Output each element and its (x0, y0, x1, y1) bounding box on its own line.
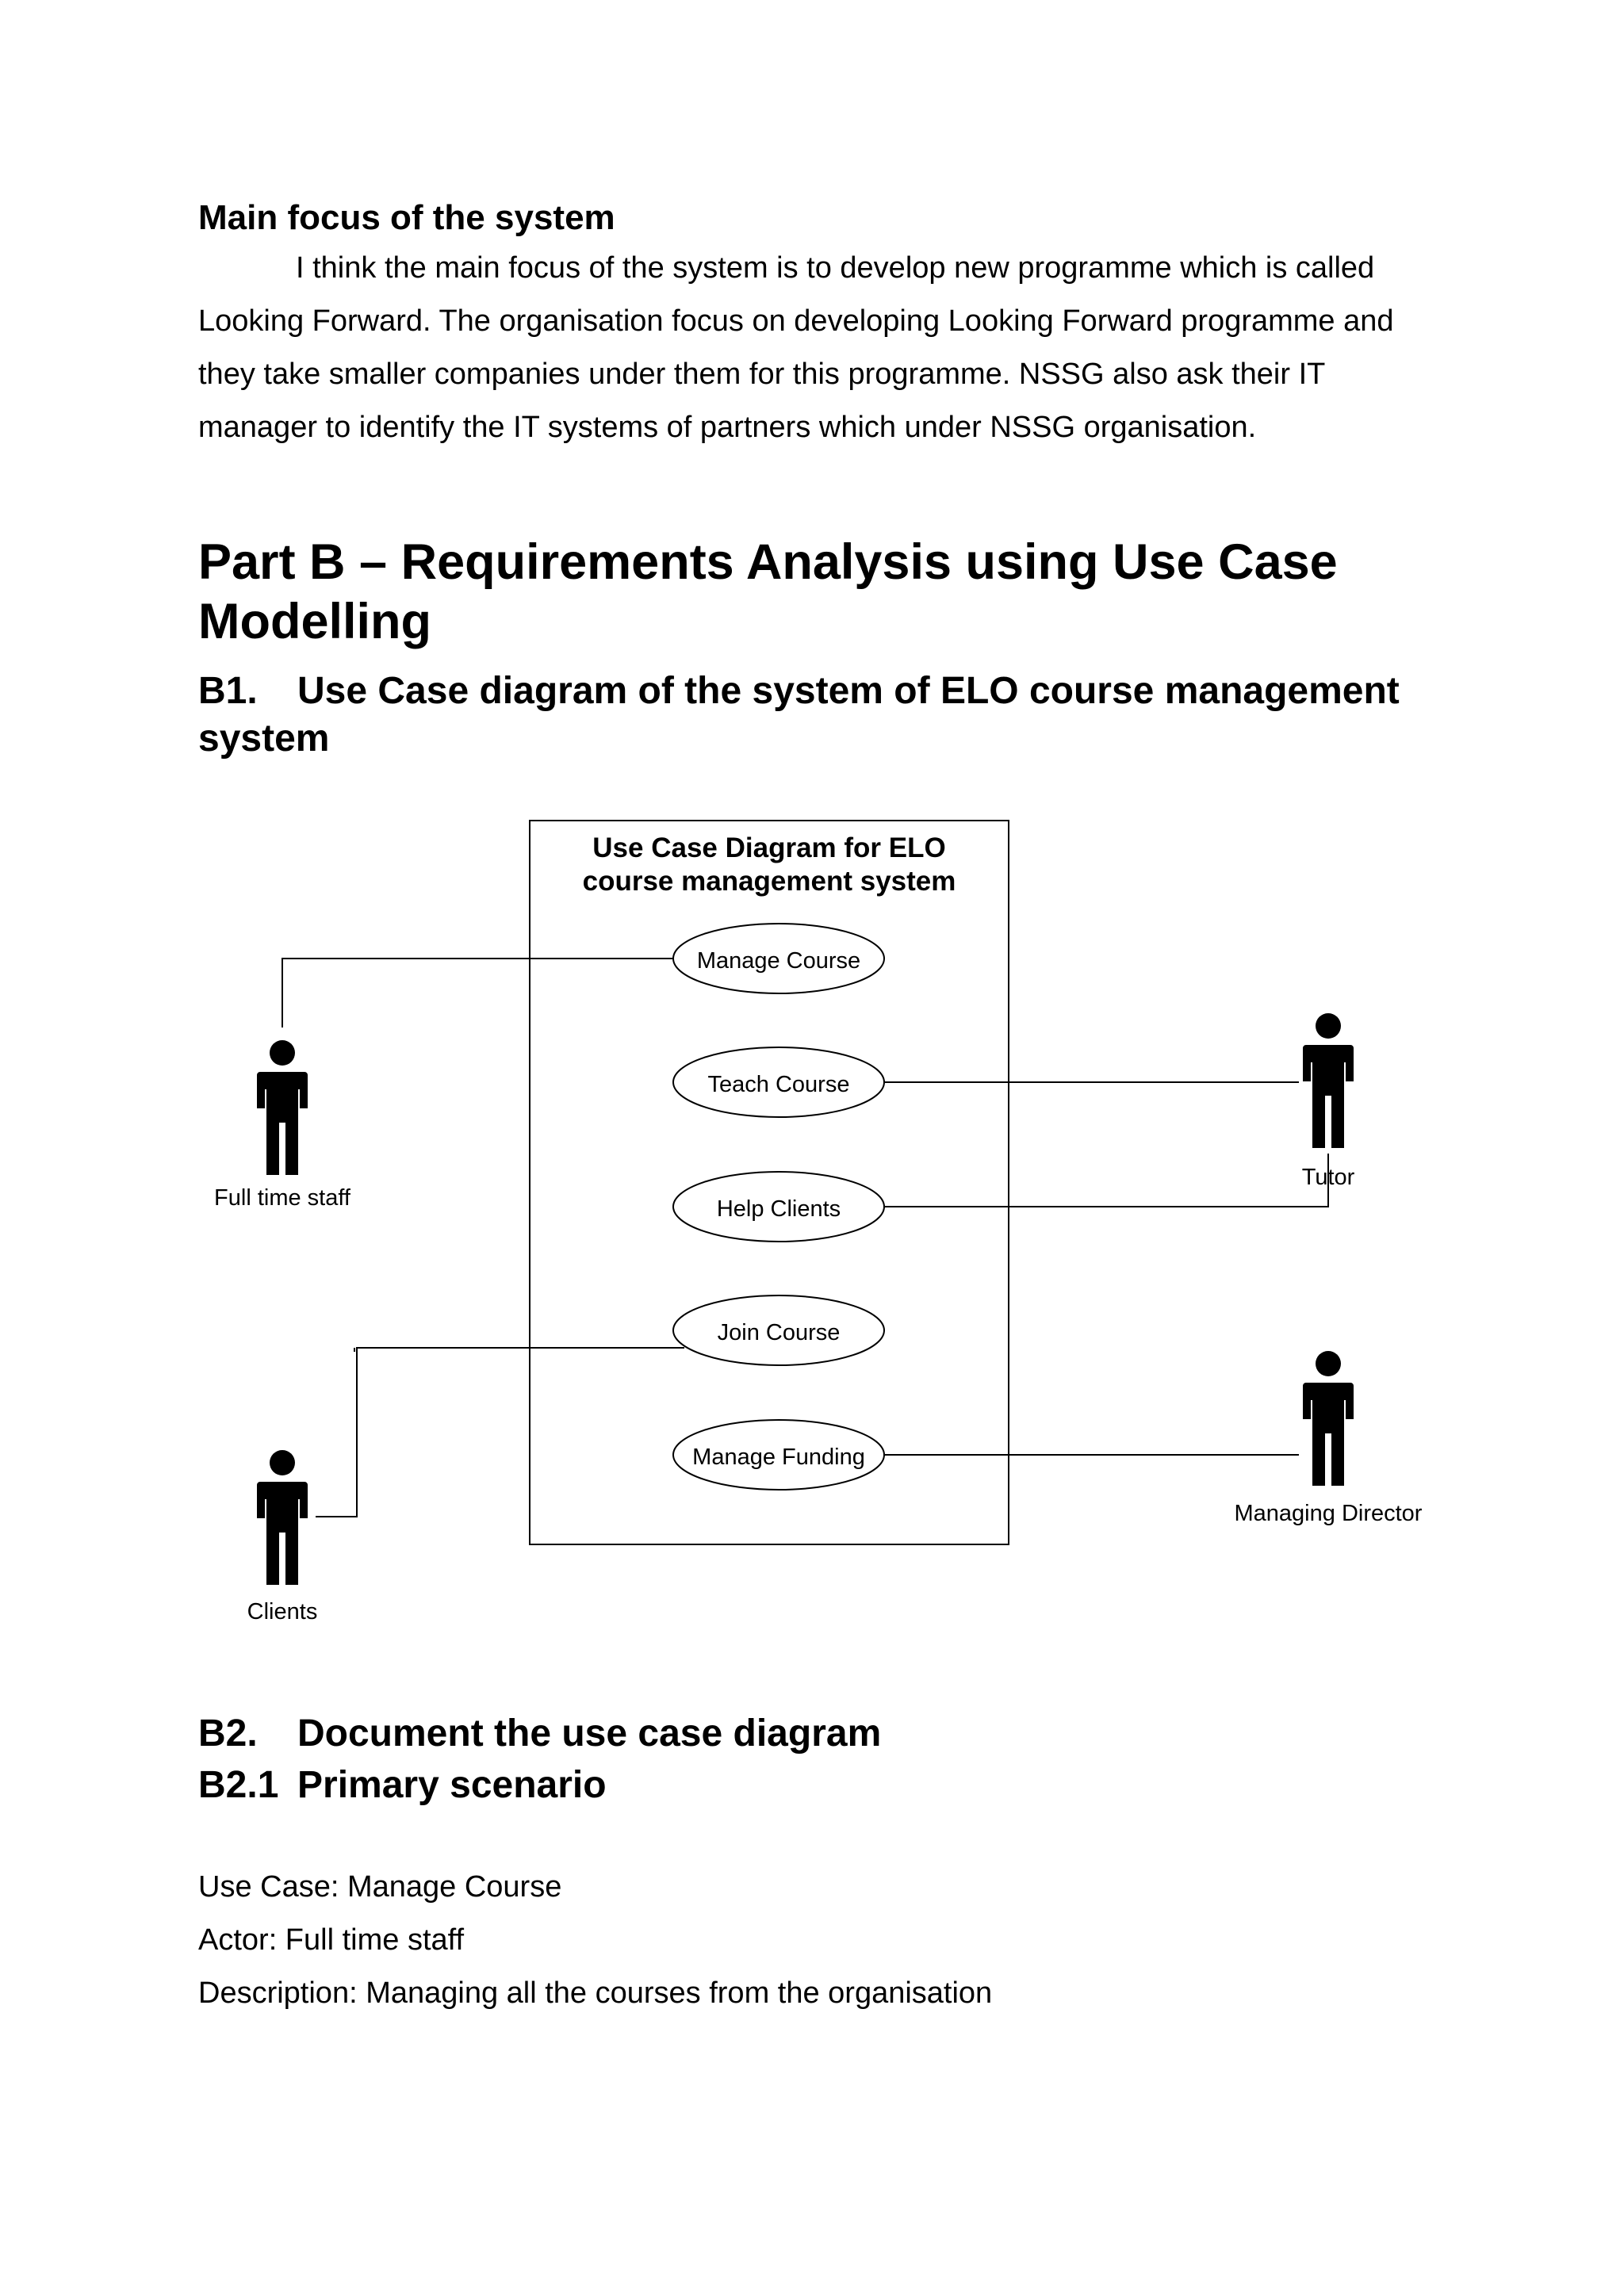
section-b2-title: Document the use case diagram (297, 1712, 882, 1755)
actor-label-full-time-staff: Full time staff (214, 1185, 351, 1211)
main-focus-paragraph: I think the main focus of the system is … (198, 242, 1435, 454)
use-case-doc-description: Description: Managing all the courses fr… (198, 1976, 993, 2010)
use-case-teach-course: Teach Course (672, 1047, 885, 1118)
use-case-help-clients: Help Clients (672, 1171, 885, 1242)
use-case-doc-use-case: Use Case: Manage Course (198, 1870, 562, 1904)
actor-label-tutor: Tutor (1302, 1165, 1355, 1190)
section-b1-number: B1. (198, 670, 258, 712)
section-b2-1-number: B2.1 (198, 1764, 279, 1806)
use-case-label: Help Clients (717, 1196, 841, 1222)
main-focus-text: I think the main focus of the system is … (198, 251, 1394, 444)
actor-figure-icon (1303, 1351, 1354, 1486)
use-case-doc-actor: Actor: Full time staff (198, 1923, 465, 1957)
system-boundary (529, 820, 1009, 1545)
use-case-join-course: Join Course (672, 1295, 885, 1366)
part-b-heading: Part B – Requirements Analysis using Use… (198, 534, 1338, 649)
section-b2-1-title: Primary scenario (297, 1764, 607, 1806)
section-b2-1-heading: B2.1 Primary scenario (198, 1762, 1483, 1809)
section-b1-heading: B1.Use Case diagram of the system of ELO… (198, 668, 1483, 763)
association-clients-join-course (316, 1347, 684, 1517)
section-b1-title: Use Case diagram of the system of ELO co… (198, 670, 1400, 760)
actor-figure-icon (257, 1040, 308, 1175)
actor-label-managing-director: Managing Director (1235, 1501, 1423, 1526)
use-case-label: Manage Funding (692, 1445, 865, 1470)
diagram-title-line1: Use Case Diagram for ELO (592, 832, 945, 863)
use-case-manage-funding: Manage Funding (672, 1419, 885, 1490)
association-staff-manage-course (282, 958, 672, 1027)
actor-figure-icon (1303, 1013, 1354, 1148)
diagram-title-line2: course management system (583, 866, 956, 897)
use-case-manage-course: Manage Course (672, 923, 885, 994)
actor-figure-icon (257, 1450, 308, 1585)
use-case-label: Join Course (718, 1320, 841, 1345)
association-tutor-help-clients (883, 1154, 1329, 1207)
actor-label-clients: Clients (247, 1599, 318, 1624)
section-b2-heading: B2. Document the use case diagram (198, 1710, 1483, 1758)
use-case-label: Manage Course (697, 948, 860, 974)
section-b2-number: B2. (198, 1712, 258, 1755)
section-heading-main-focus: Main focus of the system (198, 198, 615, 237)
use-case-label: Teach Course (708, 1072, 850, 1097)
